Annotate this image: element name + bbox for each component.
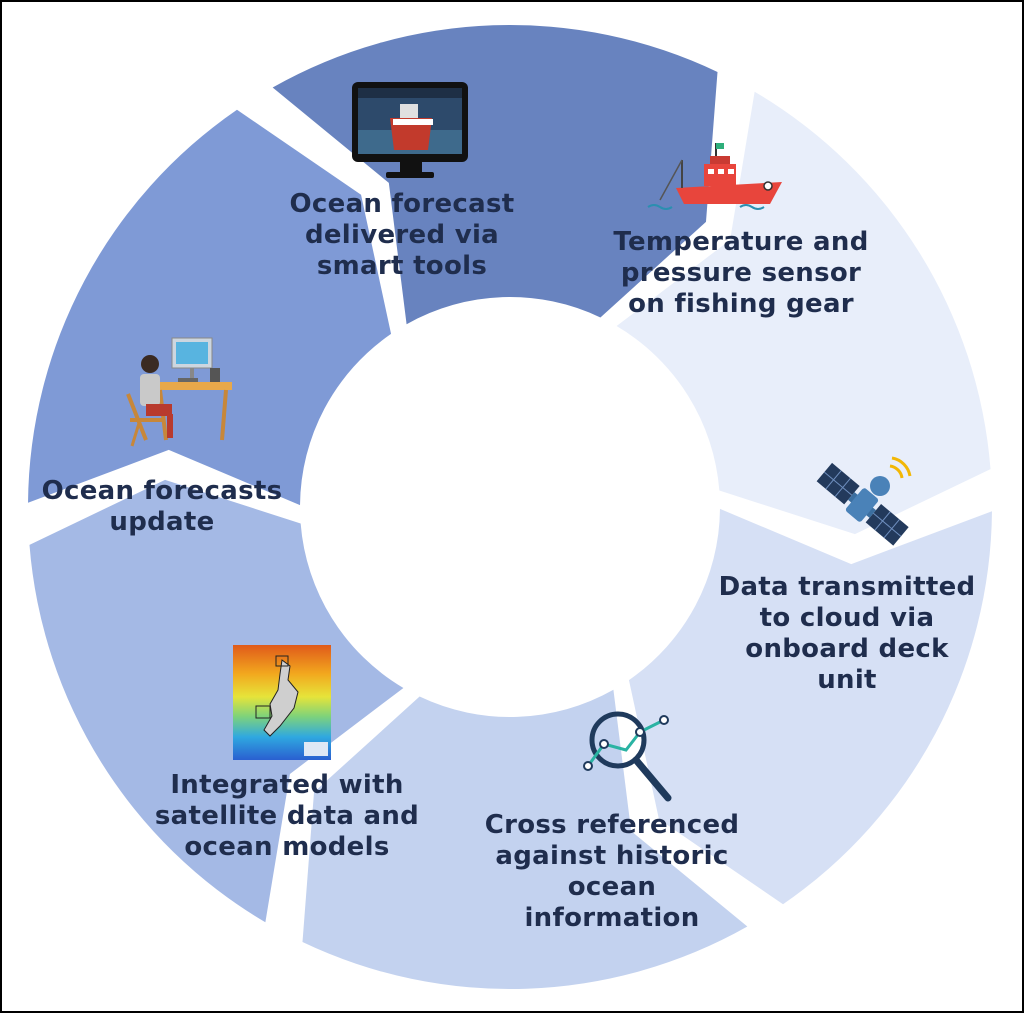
stage-label-crossref: Cross referenced against historic ocean … [467,810,757,934]
stage-label-line: information [524,903,700,933]
segment-update [28,109,392,506]
stage-label-line: pressure sensor [620,258,862,288]
stage-label-line: Ocean forecast [289,189,515,219]
stage-label-transmit: Data transmitted to cloud via onboard de… [702,572,992,696]
ocean-model-map-icon [233,645,331,760]
stage-label-line: against historic [495,841,729,871]
cycle-segments [28,25,992,990]
stage-label-line: Ocean forecasts [41,476,283,506]
satellite-icon [816,462,909,546]
stage-label-line: update [109,507,215,537]
segment-sensor [616,91,991,535]
stage-label-line: satellite data and [154,801,420,831]
stage-label-update: Ocean forecasts update [32,476,292,538]
stage-label-line: onboard deck [745,634,949,664]
segment-integrated [29,479,404,923]
stage-label-line: ocean [567,872,657,902]
segment-transmit [628,508,992,905]
stage-label-line: Temperature and [613,227,869,257]
stage-label-line: delivered via [304,220,500,250]
stage-label-line: to cloud via [759,603,935,633]
magnifier-chart-icon [583,711,672,802]
monitor-icon [352,82,468,178]
stage-label-sensor: Temperature and pressure sensor on fishi… [596,227,886,320]
stage-label-line: Integrated with [170,770,404,800]
stage-label-delivered: Ocean forecast delivered via smart tools [272,189,532,282]
stage-label-line: unit [817,665,877,695]
signal-waves-icon [870,456,912,496]
fishing-boat-icon [647,143,782,210]
stage-label-line: Cross referenced [484,810,740,840]
person-at-desk-icon [126,337,232,447]
segment-crossref [302,689,748,990]
stage-label-line: smart tools [316,251,488,281]
stage-label-line: on fishing gear [628,289,854,319]
stage-label-integrated: Integrated with satellite data and ocean… [137,770,437,863]
stage-label-line: ocean models [184,832,390,862]
stage-label-line: Data transmitted [718,572,976,602]
